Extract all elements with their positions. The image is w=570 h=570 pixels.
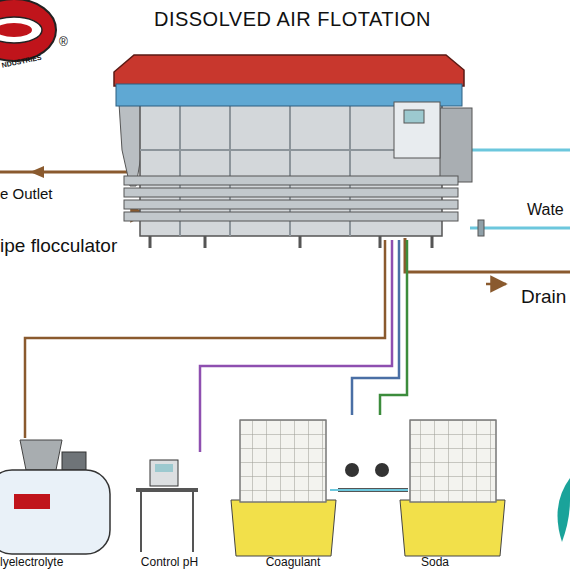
ph-controller: [150, 460, 178, 486]
ibc-cage: [240, 420, 326, 502]
tank-body: [140, 100, 442, 236]
diagram-label: ®: [59, 36, 68, 49]
logo-ring: [0, 0, 56, 61]
ibc-tank: [410, 420, 496, 502]
equipment-node: Soda: [365, 415, 505, 570]
frame: [140, 104, 442, 236]
table-legs: [141, 492, 193, 552]
ph-screen: [155, 464, 173, 472]
dosing-pump: [375, 463, 389, 477]
node-label: Coagulant: [228, 556, 358, 570]
cyclone: [118, 88, 144, 186]
diagram-label: e Outlet: [0, 186, 53, 203]
blue-band: [116, 84, 462, 106]
tank: [0, 470, 110, 554]
drain-pipe: [405, 238, 570, 272]
ibc-tank: [240, 420, 326, 502]
outlet-pipe: [0, 172, 130, 182]
ibc-cage: [410, 420, 496, 502]
dosing-pump: [345, 463, 359, 477]
legs: [150, 236, 432, 248]
equipment-node: DISSOLVED AIR FLOTATION: [105, 8, 480, 240]
node-label: Soda: [365, 556, 505, 570]
pipe: [124, 200, 458, 209]
dosing-line: [352, 240, 399, 415]
node-label: DISSOLVED AIR FLOTATION: [105, 8, 480, 31]
diagram-label: Drain: [521, 287, 566, 308]
bund: [231, 500, 336, 556]
logo-mark: [0, 23, 32, 37]
water-pipe: [458, 140, 570, 150]
table-top: [136, 488, 198, 492]
tank-badge: [14, 494, 50, 509]
end-box: [440, 108, 472, 182]
flow-arrow: [30, 166, 44, 178]
pipe: [124, 176, 458, 185]
leaf: [558, 478, 570, 542]
equipment-node: Coagulant: [228, 415, 358, 570]
panel-screen: [404, 110, 424, 123]
node-label: Control pH: [132, 556, 207, 570]
control-panel: [394, 102, 440, 158]
pipe-flange: [478, 220, 484, 236]
logo-center: [0, 17, 42, 43]
flow-arrow: [486, 283, 506, 286]
dosing-line: [200, 240, 392, 452]
water-pipe: [470, 227, 570, 230]
node-label: lyelectrolyte: [0, 556, 115, 570]
motor: [62, 452, 86, 470]
equipment-node: Control pH: [132, 452, 207, 570]
dosing-line: [380, 240, 407, 415]
dosing-line: [25, 240, 385, 438]
hopper: [20, 440, 62, 470]
pipe: [124, 212, 458, 221]
flow-arrow: [126, 213, 146, 216]
diagram-label: NDUSTRIES: [1, 54, 42, 70]
pipe: [124, 188, 458, 197]
pump-stand: [338, 488, 408, 492]
roof: [114, 55, 464, 86]
diagram-label: Wate: [527, 201, 564, 219]
diagram-label: ipe flocculator: [0, 236, 117, 257]
equipment-node: lyelectrolyte: [0, 438, 115, 570]
suction-line: [330, 489, 408, 491]
bund: [400, 500, 505, 556]
